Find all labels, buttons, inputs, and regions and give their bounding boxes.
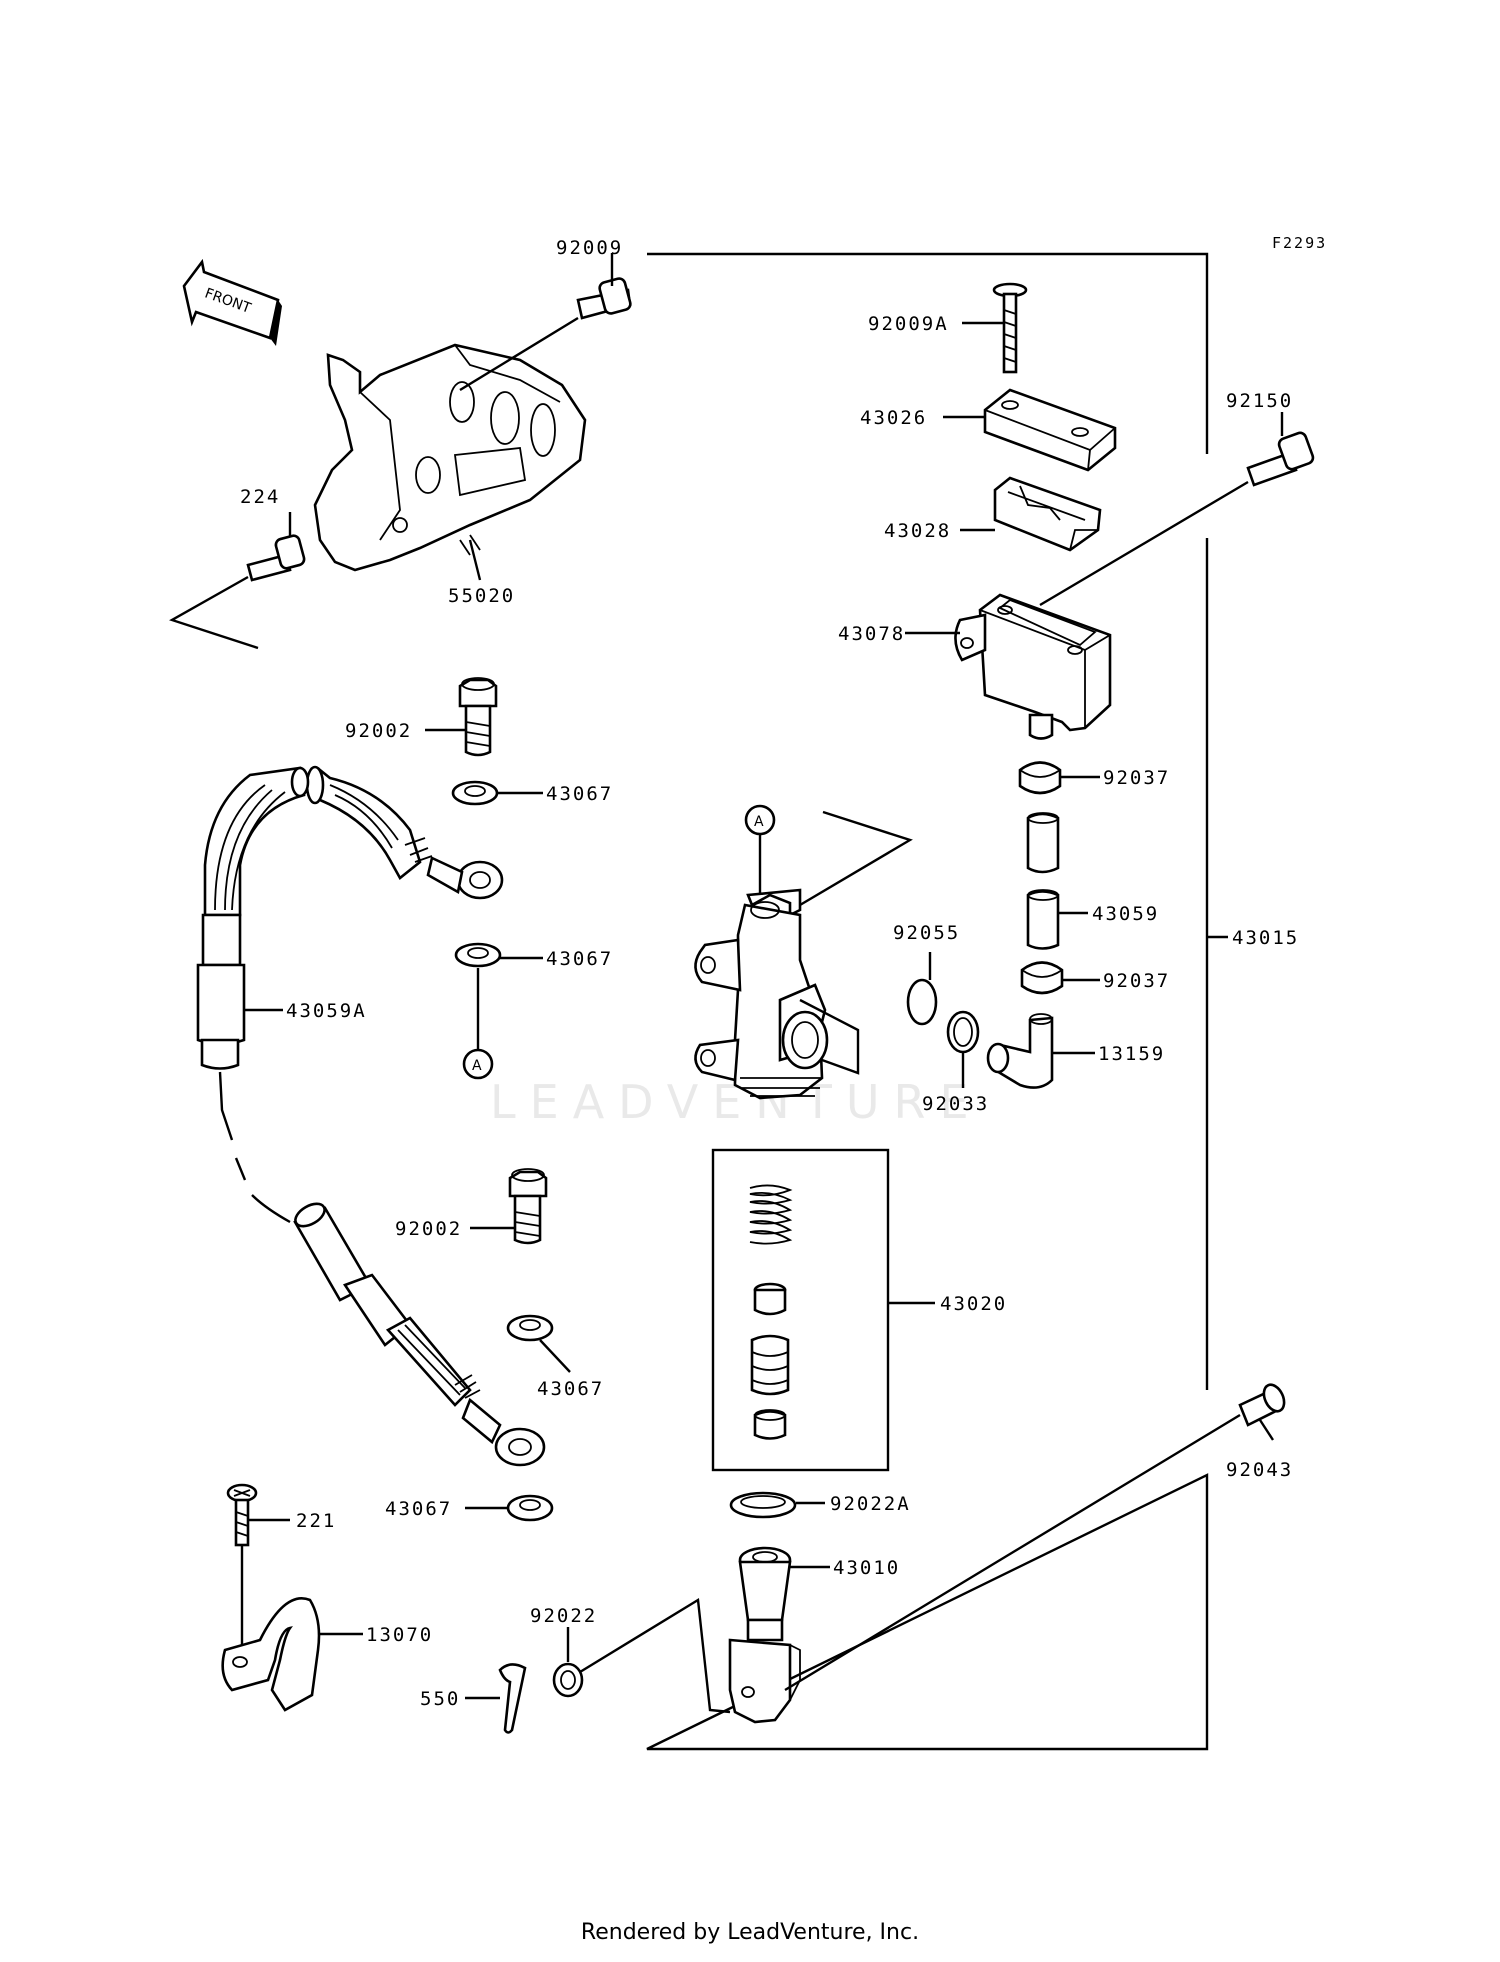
leader-43067-c bbox=[539, 1339, 571, 1373]
footer-credit: Rendered by LeadVenture, Inc. bbox=[580, 1920, 920, 1945]
banjo-bolt-92002-upper bbox=[458, 677, 498, 757]
label-92037-lower: 92037 bbox=[1103, 970, 1170, 992]
label-92002-lower: 92002 bbox=[395, 1218, 462, 1240]
brake-hose-43059A bbox=[196, 765, 504, 1224]
cotter-pin-550 bbox=[498, 1663, 527, 1734]
washer-92022 bbox=[552, 1662, 584, 1698]
screw-221 bbox=[226, 1483, 258, 1547]
leader-92022 bbox=[566, 1597, 731, 1714]
washer-43067-a bbox=[451, 780, 499, 806]
leader-43067-b bbox=[476, 956, 543, 1050]
banjo-bolt-92002-lower bbox=[508, 1168, 548, 1245]
figure-code: F2293 bbox=[1272, 234, 1327, 252]
leader-221 bbox=[240, 1518, 290, 1648]
leader-92150 bbox=[1039, 412, 1284, 607]
label-13070: 13070 bbox=[366, 1624, 433, 1646]
hose-clamp-13070 bbox=[221, 1597, 321, 1712]
leader-92009 bbox=[459, 253, 614, 392]
diaphragm-43028 bbox=[993, 476, 1102, 552]
reservoir-cap-43026 bbox=[983, 388, 1117, 472]
marker-a-upper: A bbox=[754, 814, 764, 830]
clamp-92037-upper bbox=[1018, 761, 1062, 795]
label-43020: 43020 bbox=[940, 1293, 1007, 1315]
label-43059A: 43059A bbox=[286, 1000, 367, 1022]
piston-kit-box-43020 bbox=[711, 1148, 890, 1472]
label-43015: 43015 bbox=[1232, 927, 1299, 949]
label-43059: 43059 bbox=[1092, 903, 1159, 925]
washer-43067-b bbox=[454, 942, 502, 968]
cylinder-body bbox=[694, 888, 829, 1100]
label-43067-a: 43067 bbox=[546, 783, 613, 805]
assembly-box-43015 bbox=[646, 252, 1209, 1751]
label-92043: 92043 bbox=[1226, 1459, 1293, 1481]
label-92037-upper: 92037 bbox=[1103, 767, 1170, 789]
watermark: LEADVENTURE bbox=[490, 1075, 983, 1129]
leader-92043 bbox=[784, 1413, 1275, 1692]
label-92033: 92033 bbox=[922, 1093, 989, 1115]
label-43078: 43078 bbox=[838, 623, 905, 645]
snap-ring-92022A bbox=[729, 1491, 797, 1519]
brake-hose-lower bbox=[293, 1202, 546, 1467]
marker-a-lower: A bbox=[472, 1058, 482, 1074]
label-13159: 13159 bbox=[1098, 1043, 1165, 1065]
label-92055: 92055 bbox=[893, 922, 960, 944]
leader-55020 bbox=[468, 539, 482, 581]
label-92022: 92022 bbox=[530, 1605, 597, 1627]
label-92009A: 92009A bbox=[868, 313, 949, 335]
label-43026: 43026 bbox=[860, 407, 927, 429]
leader-224 bbox=[169, 512, 292, 650]
label-43010: 43010 bbox=[833, 1557, 900, 1579]
bolt-224 bbox=[246, 534, 306, 582]
master-cylinder-body-43078 bbox=[954, 593, 1112, 740]
label-92002-upper: 92002 bbox=[345, 720, 412, 742]
marker-a-lower-circle bbox=[462, 1048, 494, 1080]
screw-92009A bbox=[992, 282, 1028, 374]
bolt-92150 bbox=[1246, 431, 1315, 487]
label-55020: 55020 bbox=[448, 585, 515, 607]
guard-55020 bbox=[313, 343, 587, 572]
front-arrow: FRONT bbox=[182, 258, 282, 346]
circlip-92033 bbox=[946, 1010, 980, 1054]
label-92150: 92150 bbox=[1226, 390, 1293, 412]
label-43067-d: 43067 bbox=[385, 1498, 452, 1520]
push-rod-43010 bbox=[728, 1546, 801, 1724]
label-43067-b: 43067 bbox=[546, 948, 613, 970]
washer-43067-d bbox=[506, 1494, 554, 1522]
elbow-fitting-13159 bbox=[986, 1013, 1054, 1089]
label-221: 221 bbox=[296, 1510, 336, 1532]
bolt-92009 bbox=[576, 277, 632, 320]
clamp-92037-lower bbox=[1020, 961, 1064, 995]
pin-92043 bbox=[1238, 1383, 1286, 1427]
label-43028: 43028 bbox=[884, 520, 951, 542]
hose-43059 bbox=[1026, 812, 1060, 950]
o-ring-92055 bbox=[906, 978, 938, 1026]
label-550: 550 bbox=[420, 1688, 460, 1710]
leader-a-upper bbox=[758, 810, 913, 1075]
washer-43067-c bbox=[506, 1314, 554, 1342]
piston-kit-43020 bbox=[749, 1184, 793, 1440]
label-92022A: 92022A bbox=[830, 1493, 911, 1515]
label-92009: 92009 bbox=[556, 237, 623, 259]
label-224: 224 bbox=[240, 486, 280, 508]
label-43067-c: 43067 bbox=[537, 1378, 604, 1400]
